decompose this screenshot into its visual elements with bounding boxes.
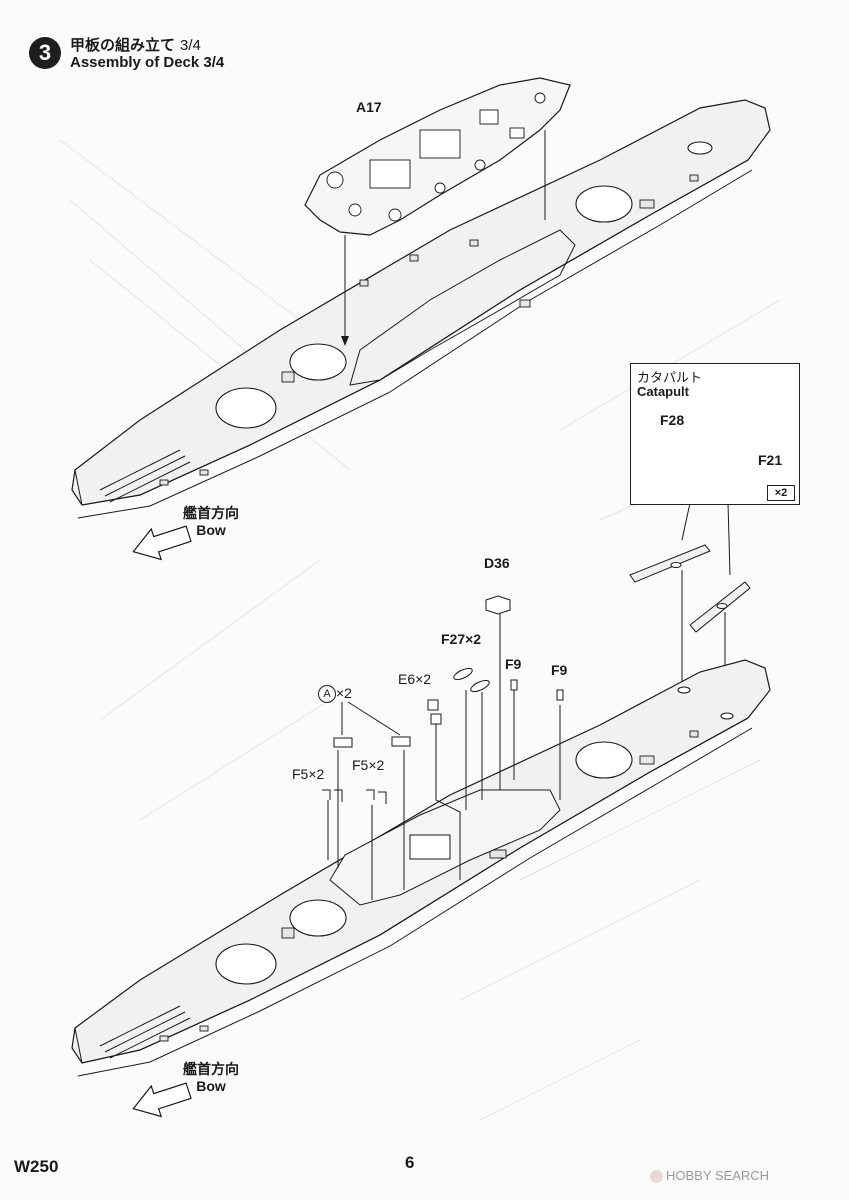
catapult-title-en: Catapult	[637, 384, 689, 399]
part-e6-pieces	[427, 699, 442, 725]
part-a17-arrowhead	[341, 336, 349, 346]
label-e6: E6×2	[398, 671, 432, 687]
label-f21: F21	[758, 452, 783, 468]
label-f9-right: F9	[551, 662, 568, 678]
top-bow-arrow	[132, 525, 192, 561]
top-hull-mount-area	[349, 229, 576, 386]
label-a-group: A×2	[318, 685, 352, 703]
catapult-title-jp: カタパルト	[637, 370, 703, 385]
catapult-pointer-lines	[681, 502, 731, 576]
label-f27: F27×2	[441, 631, 482, 647]
catapult-inset	[630, 363, 800, 505]
label-f28: F28	[660, 412, 685, 428]
bottom-bow-direction-label: 艦首方向 Bow	[183, 1061, 239, 1094]
label-d36: D36	[484, 555, 510, 571]
page-number: 6	[405, 1153, 415, 1172]
bottom-hull-bow-details	[99, 1005, 191, 1059]
part-f5-pieces	[322, 789, 387, 804]
step-title-english: Assembly of Deck 3/4	[70, 54, 225, 71]
catapult-quantity-badge: ×2	[767, 485, 795, 501]
catapult-right-part	[689, 581, 751, 633]
part-f27-pieces	[453, 667, 490, 693]
part-d36-piece	[485, 595, 511, 615]
top-bow-direction-label: 艦首方向 Bow	[183, 505, 239, 538]
label-f9-left: F9	[505, 656, 522, 672]
bottom-hull-turrets	[215, 686, 734, 985]
top-hull-turrets	[215, 141, 713, 429]
label-f5-left: F5×2	[292, 766, 325, 782]
label-a17: A17	[356, 99, 382, 115]
catapult-left-part	[629, 544, 711, 583]
bottom-bow-arrow	[132, 1082, 192, 1118]
top-hull-bow-details	[99, 449, 191, 503]
part-a-group-lines	[341, 701, 401, 736]
watermark-logo-icon	[650, 1170, 663, 1184]
part-a17-guide-line	[344, 130, 546, 340]
top-hull-deck-fittings	[159, 174, 699, 486]
label-f5-right: F5×2	[352, 757, 385, 773]
circled-a-mark: A	[318, 685, 336, 703]
part-a-group-pieces	[333, 736, 411, 748]
step-number-badge: 3	[29, 37, 61, 69]
part-f9-pieces	[510, 679, 564, 701]
bottom-guide-lines	[327, 605, 561, 900]
watermark: HOBBY SEARCH	[650, 1168, 769, 1184]
bottom-hull-superstructure	[329, 789, 561, 906]
model-code: W250	[14, 1157, 59, 1176]
part-a17-fittings	[326, 92, 546, 222]
bottom-hull-deck-fittings	[159, 730, 699, 1042]
bottom-hull-side	[74, 717, 753, 1077]
